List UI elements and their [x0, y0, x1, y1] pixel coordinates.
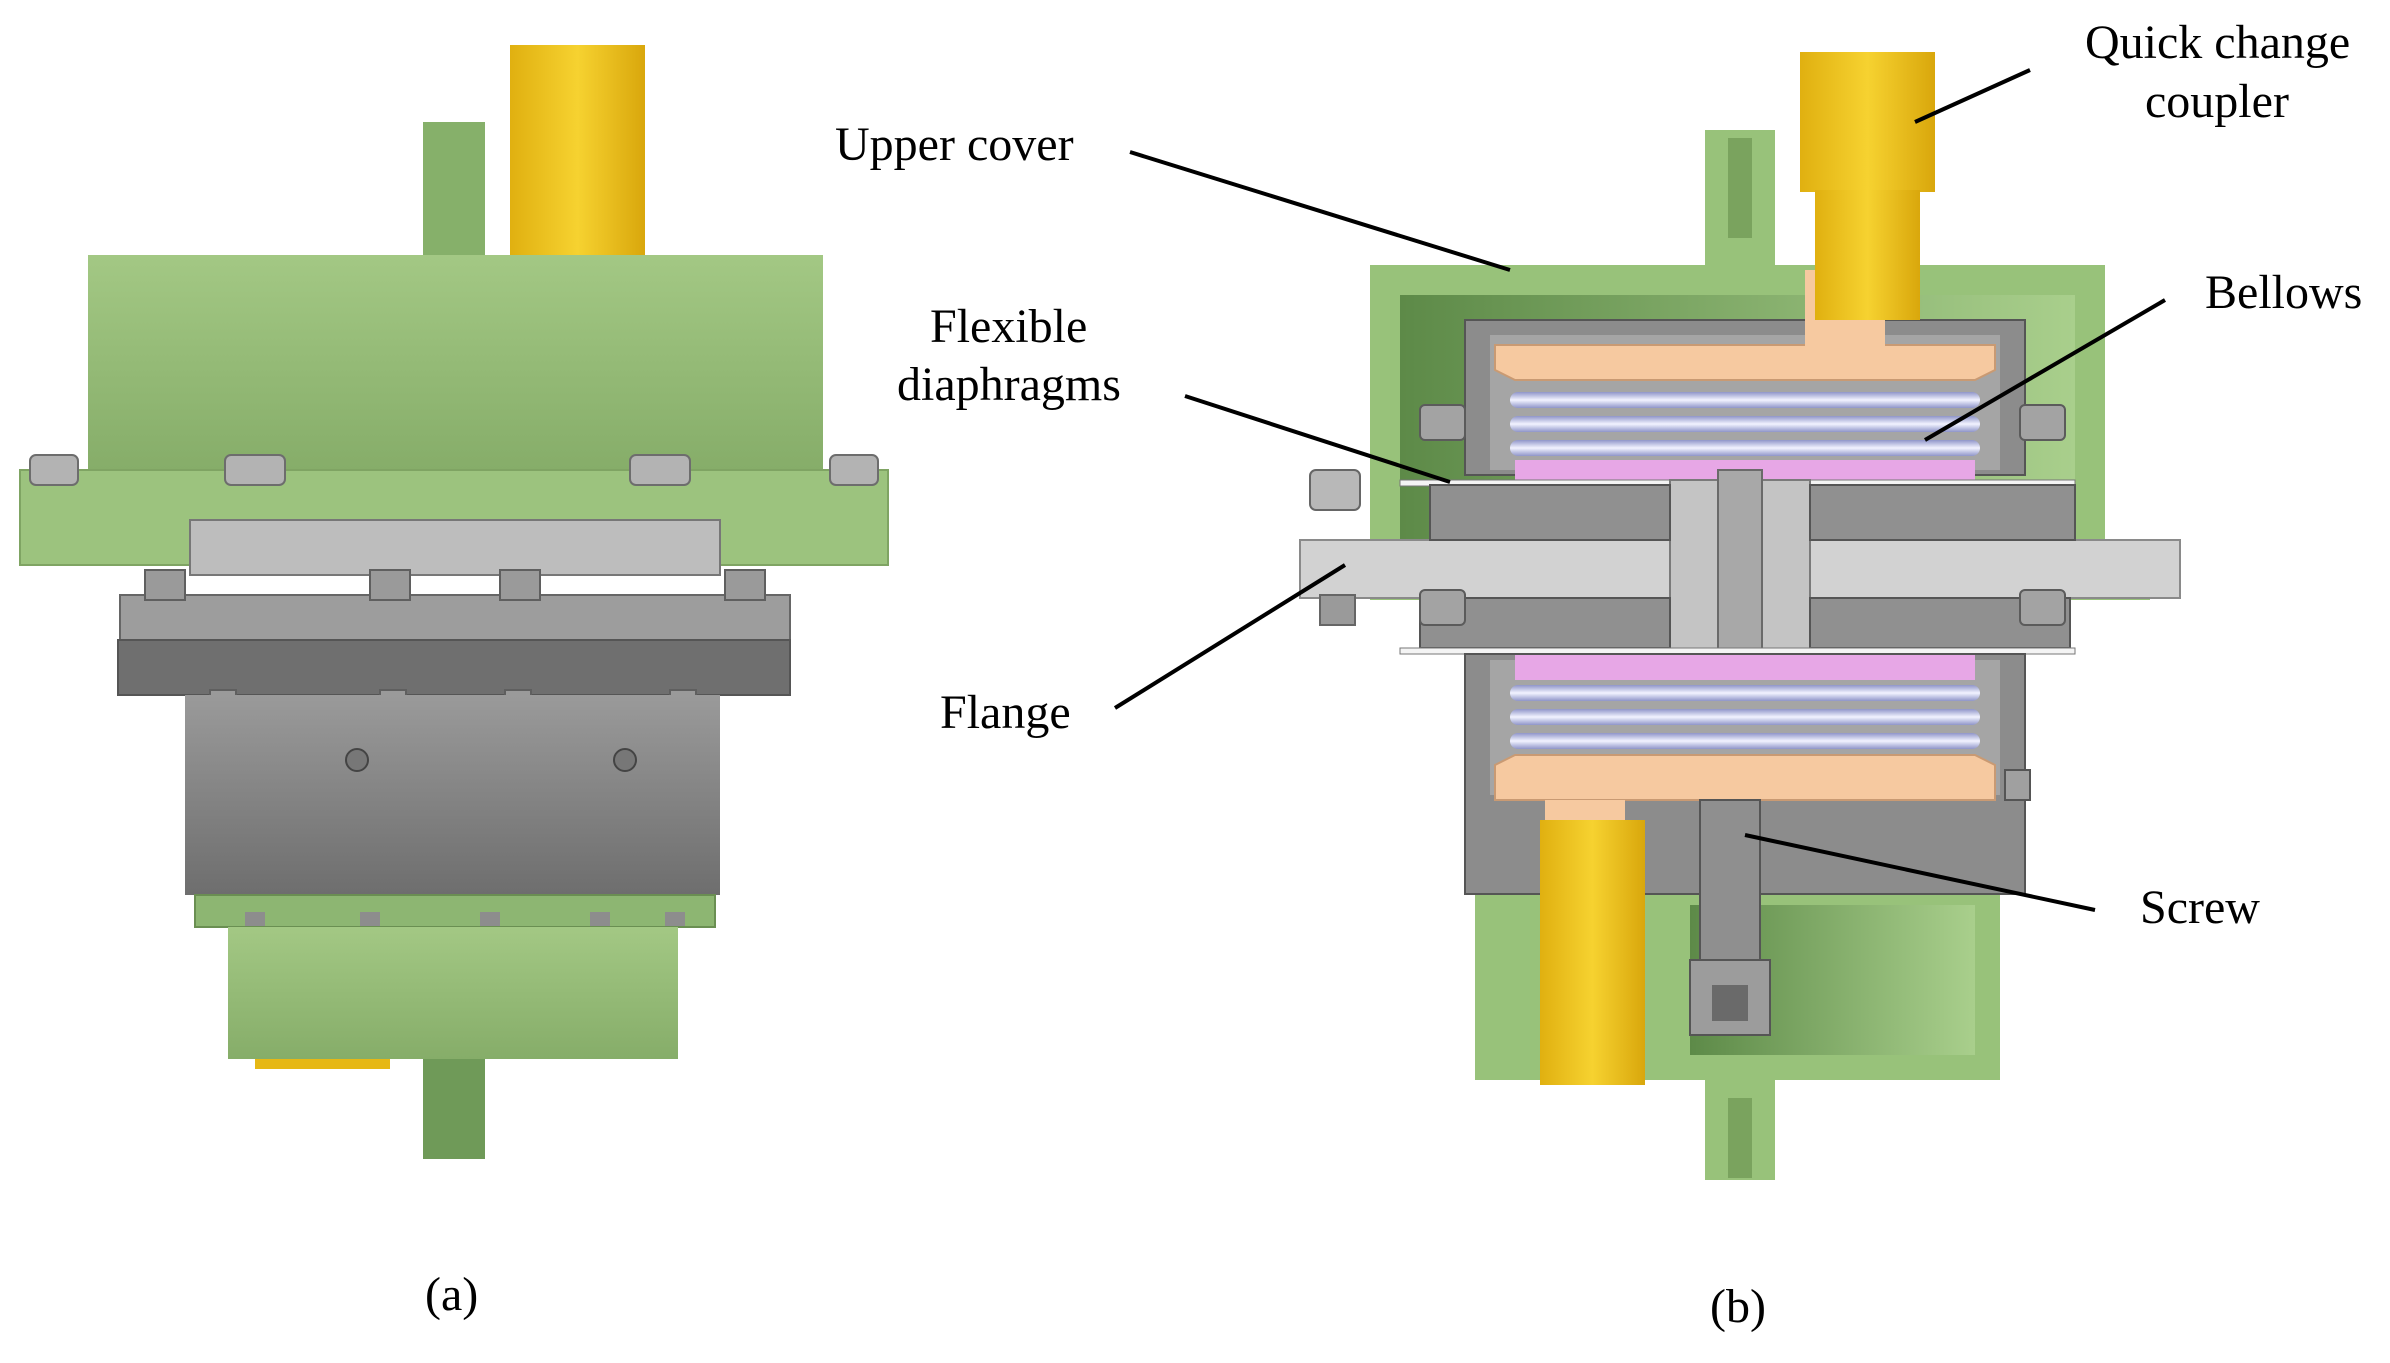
label-flexible-line1: Flexible: [930, 300, 1087, 353]
leader-flange: [1113, 563, 1347, 710]
leader-screw: [1744, 833, 2096, 912]
panel-b-cross-section: [1299, 52, 2181, 1180]
label-quick-change-line1: Quick change: [2085, 16, 2350, 69]
lower-pink-plate: [1515, 655, 1975, 680]
label-upper-cover: Upper cover: [835, 118, 1074, 171]
plate-bolts: [29, 454, 879, 486]
upper-peach-piston: [1494, 344, 1996, 381]
yellow-coupler-top: [510, 45, 645, 255]
label-flange: Flange: [940, 686, 1071, 739]
leader-bellows: [1923, 298, 2167, 442]
coupler-top-neck: [1815, 190, 1920, 320]
lower-right-bolt: [2004, 769, 2031, 801]
gray-block-right-upper: [1809, 484, 2076, 541]
side-screw-left: [345, 748, 369, 772]
green-rod-bottom: [423, 1059, 485, 1159]
caption-b: (b): [1710, 1280, 1766, 1333]
green-rod-top: [423, 122, 485, 255]
lower-stub-slot: [1728, 1098, 1752, 1178]
flange-center-shaft: [1717, 469, 1763, 671]
leader-upper-cover: [1129, 150, 1511, 272]
leader-lines: [1113, 68, 2167, 912]
lower-green-rim: [194, 894, 716, 928]
leader-quick-change: [1914, 68, 2031, 124]
flange-left-bolt-low: [1319, 594, 1356, 626]
coupler-bottom: [1540, 945, 1645, 1085]
labels: Upper cover Quick change coupler Flexibl…: [425, 16, 2362, 1333]
gray-ring-dark-a: [117, 639, 791, 696]
label-bellows: Bellows: [2205, 266, 2362, 319]
label-flexible-line2: diaphragms: [897, 358, 1121, 411]
lower-bellows: [1510, 685, 1980, 749]
upper-bellows: [1510, 392, 1980, 456]
lower-peach-piston: [1494, 754, 1996, 801]
lower-rim-bolts: [245, 912, 685, 926]
upper-stub-slot: [1728, 138, 1752, 238]
gray-clamp-ring: [189, 519, 721, 576]
upper-green-body: [88, 255, 823, 470]
screw-body: [1699, 799, 1761, 971]
coupler-bottom-neck: [1540, 820, 1645, 950]
gray-block-left-upper: [1429, 484, 1671, 541]
gray-flange-a: [119, 594, 791, 646]
side-screw-right: [613, 748, 637, 772]
leader-flexible: [1184, 394, 1451, 484]
caption-a: (a): [425, 1268, 478, 1321]
flange-left-bolt: [1309, 469, 1361, 511]
side-bolts-b: [1419, 404, 2066, 626]
yellow-coupler-bottom: [255, 1059, 390, 1069]
screw-hex-socket: [1712, 985, 1748, 1021]
label-quick-change-line2: coupler: [2145, 75, 2289, 128]
lower-gray-body: [185, 695, 720, 895]
lower-green-body: [228, 927, 678, 1059]
label-screw: Screw: [2140, 881, 2260, 934]
coupler-top: [1800, 52, 1935, 192]
panel-a-external-view: [19, 45, 889, 1159]
